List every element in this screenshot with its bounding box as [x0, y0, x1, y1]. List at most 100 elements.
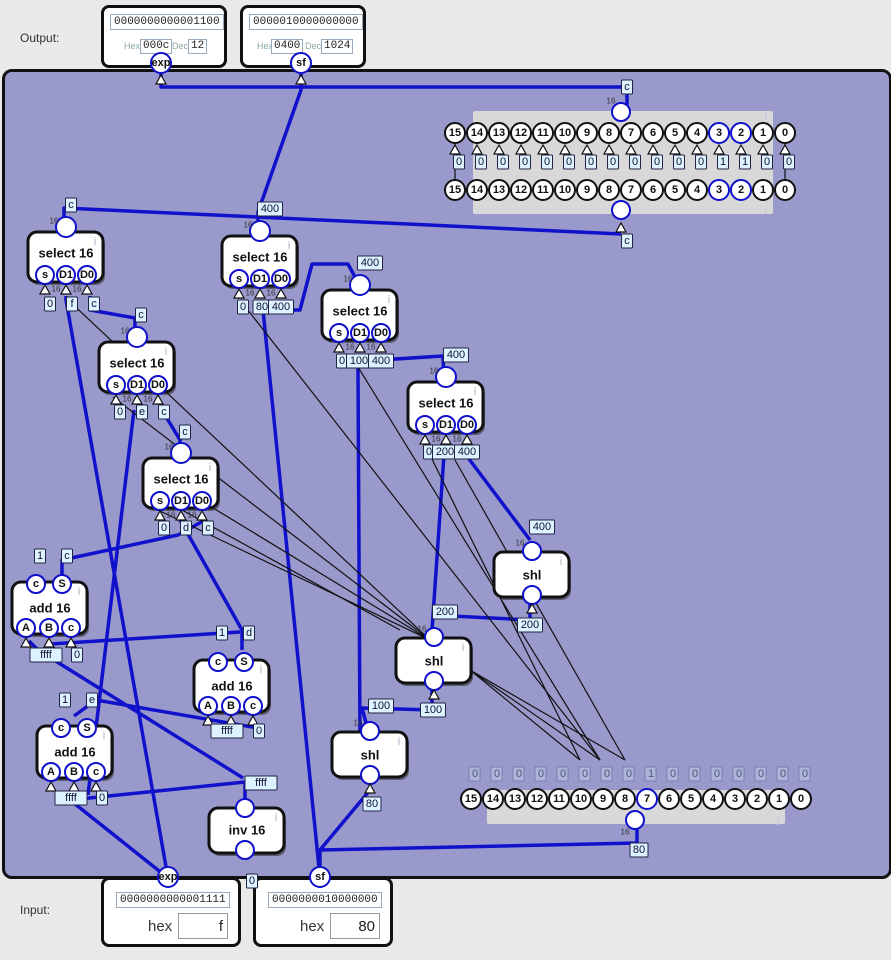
sel1-s-tag: 0	[47, 298, 53, 310]
bit-top2-9-port[interactable]	[576, 179, 598, 201]
bit-top-value-tag: 1	[720, 156, 726, 168]
bit-top-2-port[interactable]	[730, 122, 752, 144]
input-sf-hex-field[interactable]: 80	[330, 913, 380, 939]
input-exp-hex-field[interactable]: f	[178, 913, 228, 939]
bit-top2-3-port[interactable]	[708, 179, 730, 201]
bit-top2-4-port[interactable]	[686, 179, 708, 201]
add-1-sum-port[interactable]	[52, 574, 72, 594]
sel5-in-tag: c	[182, 426, 188, 438]
output-exp-pin-label: exp	[152, 57, 171, 69]
bit-bottom-7-port[interactable]	[636, 788, 658, 810]
bit-top-7-port[interactable]	[620, 122, 642, 144]
add-3-info-icon: i	[102, 730, 105, 742]
bit-top2-14-label: 14	[471, 184, 484, 196]
select-6-d1-width: 16	[167, 511, 176, 520]
bit-top-6-port[interactable]	[642, 122, 664, 144]
select-1-width: 16	[50, 217, 59, 226]
shl-2-out-port[interactable]	[424, 671, 444, 691]
splitter-top-in-port[interactable]	[611, 102, 631, 122]
select-5-out-port[interactable]	[435, 366, 457, 388]
add1-c-tag-bg	[34, 548, 46, 564]
add2-s-tag-bg	[243, 625, 255, 641]
select-1-out-port[interactable]	[55, 216, 77, 238]
bit-top2-13-port[interactable]	[488, 179, 510, 201]
add-3-sum-port[interactable]	[77, 718, 97, 738]
bit-bottom-value: 0	[494, 768, 500, 780]
select-4-out-port[interactable]	[126, 326, 148, 348]
sel1-in-tag: c	[68, 199, 74, 211]
add-2-sum-port[interactable]	[234, 652, 254, 672]
bit-bottom-5-port[interactable]	[680, 788, 702, 810]
bit-top-9-port[interactable]	[576, 122, 598, 144]
bit-top-1-port[interactable]	[752, 122, 774, 144]
bit-bottom-value: 0	[560, 768, 566, 780]
bit-bottom-3-port[interactable]	[724, 788, 746, 810]
output-sf-dec-label: Dec	[305, 41, 322, 51]
bit-top-arrow	[690, 143, 704, 155]
select-6-out-port[interactable]	[170, 442, 192, 464]
bit-top2-8-port[interactable]	[598, 179, 620, 201]
shl3-out-tag-bg	[362, 796, 382, 812]
bit-top2-10-port[interactable]	[554, 179, 576, 201]
bit-bottom-value-bg	[776, 766, 789, 782]
bit-top-15-port[interactable]	[444, 122, 466, 144]
bit-top-value-tag: 0	[588, 156, 594, 168]
shl-3-in-port[interactable]	[360, 721, 380, 741]
input-sf-pin[interactable]	[309, 866, 331, 888]
bit-bottom-2-port[interactable]	[746, 788, 768, 810]
output-sf-pin[interactable]	[290, 52, 312, 74]
bit-bottom-8-port[interactable]	[614, 788, 636, 810]
bit-bottom-13-port[interactable]	[504, 788, 526, 810]
add-3-c-port[interactable]	[51, 718, 71, 738]
splitter-top-out-port[interactable]	[611, 200, 631, 220]
add-2-c-port[interactable]	[208, 652, 228, 672]
bit-top2-6-port[interactable]	[642, 179, 664, 201]
bit-top2-2-port[interactable]	[730, 179, 752, 201]
shl-2-in-port[interactable]	[424, 627, 444, 647]
bit-bottom-12-port[interactable]	[526, 788, 548, 810]
splitter-bottom-port[interactable]	[625, 810, 645, 830]
bit-bottom-9-port[interactable]	[592, 788, 614, 810]
bit-top-13-port[interactable]	[488, 122, 510, 144]
inv-out-port[interactable]	[235, 840, 255, 860]
bit-bottom-0-port[interactable]	[790, 788, 812, 810]
bit-top2-12-port[interactable]	[510, 179, 532, 201]
input-exp-pin[interactable]	[157, 866, 179, 888]
bit-top2-11-port[interactable]	[532, 179, 554, 201]
bit-top2-15-port[interactable]	[444, 179, 466, 201]
bit-bottom-4-port[interactable]	[702, 788, 724, 810]
bit-top-3-port[interactable]	[708, 122, 730, 144]
bit-bottom-10-port[interactable]	[570, 788, 592, 810]
bit-top-8-port[interactable]	[598, 122, 620, 144]
bit-wire-4	[181, 509, 401, 631]
bit-top2-0-port[interactable]	[774, 179, 796, 201]
bit-top-0-port[interactable]	[774, 122, 796, 144]
output-exp-pin[interactable]	[150, 52, 172, 74]
bit-bottom-11-port[interactable]	[548, 788, 570, 810]
shl1-out-tag-bg	[517, 617, 543, 633]
bit-top2-7-port[interactable]	[620, 179, 642, 201]
bit-top-4-port[interactable]	[686, 122, 708, 144]
select-3-out-port[interactable]	[349, 274, 371, 296]
bit-top2-5-port[interactable]	[664, 179, 686, 201]
select-5-d1-port-label: D1	[439, 419, 453, 431]
bit-top-11-port[interactable]	[532, 122, 554, 144]
bit-top-10-port[interactable]	[554, 122, 576, 144]
bit-top2-14-port[interactable]	[466, 179, 488, 201]
shl-1-in-port[interactable]	[522, 541, 542, 561]
shl-1-out-port[interactable]	[522, 585, 542, 605]
bit-top2-7-label: 7	[628, 184, 634, 196]
add-1-c-port[interactable]	[26, 574, 46, 594]
bit-bottom-14-port[interactable]	[482, 788, 504, 810]
select-2-out-port[interactable]	[249, 220, 271, 242]
inv-in-port[interactable]	[235, 798, 255, 818]
bit-top-14-port[interactable]	[466, 122, 488, 144]
shl-3-out-port[interactable]	[360, 765, 380, 785]
bit-bottom-6-port[interactable]	[658, 788, 680, 810]
bit-top-5-port[interactable]	[664, 122, 686, 144]
bit-top2-1-port[interactable]	[752, 179, 774, 201]
bit-bottom-1-port[interactable]	[768, 788, 790, 810]
bit-top-value-tag-bg	[541, 154, 553, 170]
bit-bottom-15-port[interactable]	[460, 788, 482, 810]
bit-top-12-port[interactable]	[510, 122, 532, 144]
